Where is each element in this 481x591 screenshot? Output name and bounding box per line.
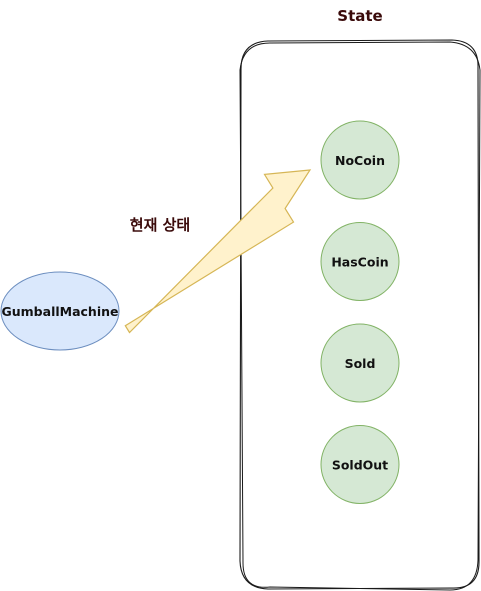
container-title: State [337, 7, 382, 25]
state-circle [320, 222, 400, 301]
gumballmachine-node: GumballMachine [0, 271, 120, 351]
state-node-nocoin: NoCoin [320, 120, 400, 200]
gumballmachine-ellipse [0, 271, 120, 351]
state-circle [320, 425, 400, 504]
state-node-soldout: SoldOut [320, 425, 400, 504]
gumballmachine-label: GumballMachine [2, 304, 119, 319]
state-circle [320, 323, 400, 403]
state-container [239, 39, 481, 591]
current-state-arrow [124, 169, 312, 334]
state-label: Sold [345, 356, 376, 371]
state-node-sold: Sold [320, 323, 400, 403]
state-circle [320, 120, 400, 200]
current-state-label: 현재 상태 [130, 216, 190, 234]
state-label: SoldOut [332, 458, 388, 473]
state-label: NoCoin [335, 153, 385, 168]
state-label: HasCoin [331, 255, 388, 270]
state-node-hascoin: HasCoin [320, 222, 400, 301]
